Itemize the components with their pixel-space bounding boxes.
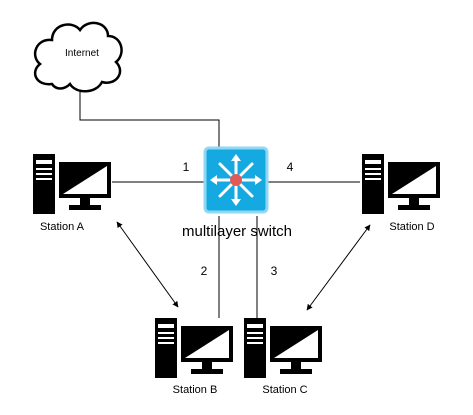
port-label-1: 1 <box>183 160 190 174</box>
port-label-4: 4 <box>287 160 294 174</box>
station-b: Station B <box>155 318 233 396</box>
station-d-label: Station D <box>389 221 434 233</box>
station-a-label: Station A <box>40 221 85 233</box>
internet-cloud: Internet <box>33 21 123 93</box>
switch-center <box>230 174 242 186</box>
computer-icon <box>33 154 111 214</box>
computer-icon <box>155 318 233 378</box>
internet-uplink <box>79 80 220 148</box>
arrow-d-c <box>306 224 371 311</box>
links <box>79 80 371 318</box>
station-c-label: Station C <box>262 384 307 396</box>
computer-icon <box>244 318 322 378</box>
station-d: Station D <box>362 154 440 233</box>
station-c: Station C <box>244 318 322 396</box>
internet-label: Internet <box>65 48 99 59</box>
station-b-label: Station B <box>173 384 218 396</box>
station-a: Station A <box>33 154 111 233</box>
switch-label: multilayer switch <box>182 223 292 240</box>
port-label-3: 3 <box>271 264 278 278</box>
port-label-2: 2 <box>201 264 208 278</box>
multilayer-switch: multilayer switch <box>182 146 292 240</box>
cloud-icon <box>33 21 123 93</box>
arrow-a-b <box>116 221 179 308</box>
computer-icon <box>362 154 440 214</box>
